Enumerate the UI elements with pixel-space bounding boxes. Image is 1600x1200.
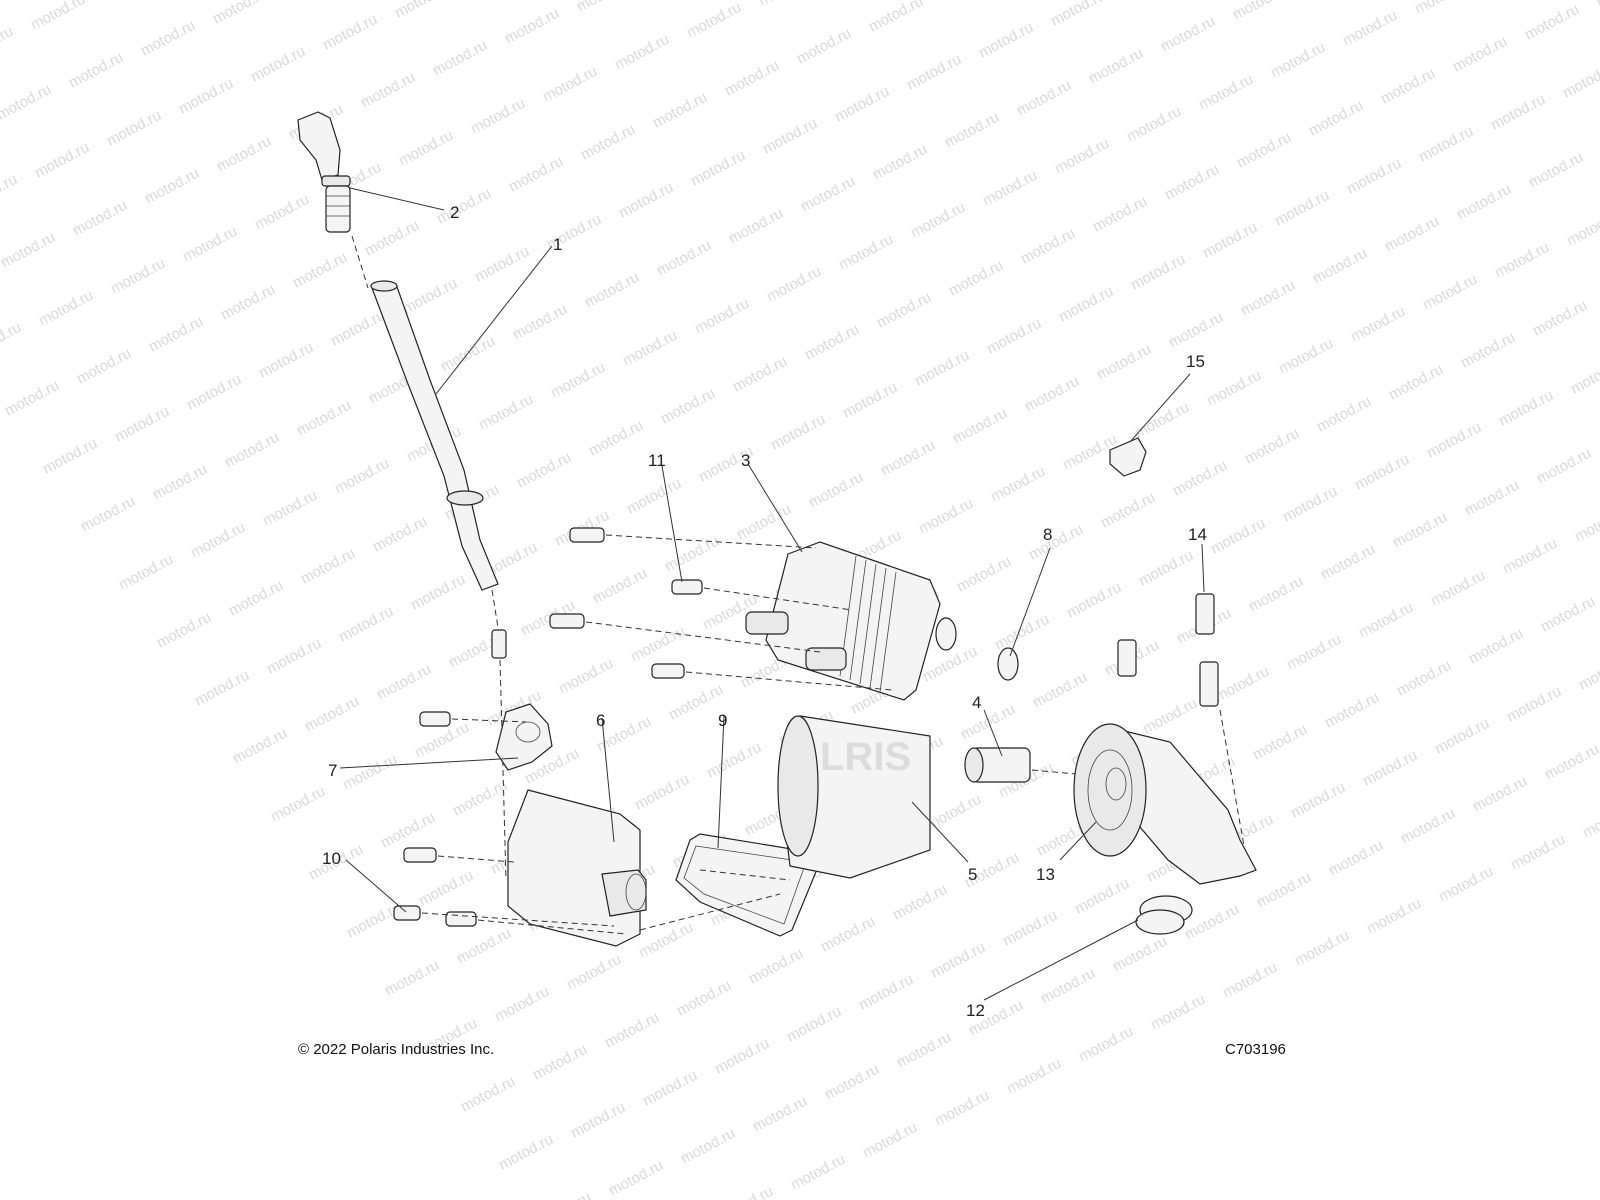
breather-hose-part	[370, 280, 499, 591]
callout-12: 12	[966, 1001, 985, 1020]
oil-filter-part: LRIS	[777, 715, 931, 879]
oil-cooler-housing-part	[507, 789, 647, 947]
callout-11: 11	[648, 451, 666, 470]
callout-15: 15	[1186, 352, 1205, 371]
hose-clamp-part	[1135, 895, 1193, 935]
diagram-code: C703196	[1225, 1041, 1286, 1058]
cap-part	[1109, 437, 1147, 477]
callout-8: 8	[1043, 525, 1052, 544]
hose-fitting-part	[297, 111, 351, 233]
callout-5: 5	[968, 865, 977, 884]
callout-2: 2	[450, 203, 459, 222]
callout-3: 3	[741, 451, 750, 470]
callout-4: 4	[972, 693, 981, 712]
callout-6: 6	[596, 711, 605, 730]
small-fitting-part	[491, 629, 507, 659]
callout-1: 1	[553, 235, 562, 254]
callout-10: 10	[322, 849, 341, 868]
housing-gasket-part	[675, 833, 821, 937]
cooler-bolts-part	[549, 527, 703, 679]
mounting-gasket-part	[495, 703, 553, 771]
filter-logo: LRIS	[820, 735, 911, 779]
callout-14: 14	[1188, 525, 1207, 544]
copyright-notice: © 2022 Polaris Industries Inc.	[298, 1041, 495, 1058]
housing-bolts-part	[393, 711, 477, 927]
oil-cooler-part	[745, 541, 941, 701]
adapter-nipple-part	[964, 747, 1031, 783]
adapter-bolts-part	[1117, 593, 1219, 707]
filter-adapter-part	[1073, 723, 1257, 885]
o-ring-part-b	[997, 647, 1019, 681]
callout-9: 9	[718, 711, 727, 730]
callout-13: 13	[1036, 865, 1055, 884]
o-ring-part-a	[935, 617, 957, 651]
callout-7: 7	[328, 761, 337, 780]
